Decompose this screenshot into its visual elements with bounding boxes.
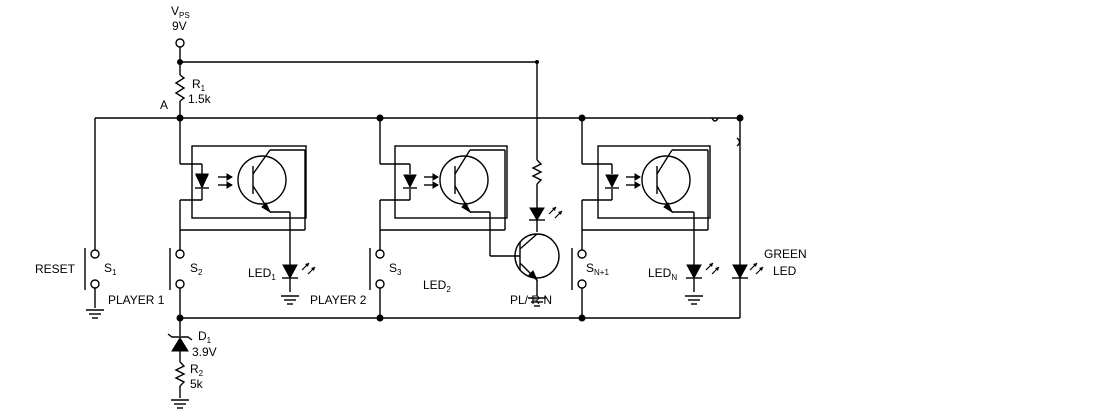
junction-dots bbox=[176, 59, 744, 322]
led-green bbox=[732, 262, 764, 280]
led-playern bbox=[529, 206, 563, 221]
switch-s1 bbox=[84, 248, 100, 290]
playern-label: PL/ R N bbox=[510, 293, 552, 307]
d1-value: 3.9V bbox=[192, 345, 217, 359]
sn-label: SN+1 bbox=[586, 261, 609, 277]
optocoupler-n bbox=[597, 145, 711, 219]
led2-label: LED2 bbox=[423, 278, 451, 294]
r1-value: 1.5k bbox=[188, 92, 212, 106]
switch-s2 bbox=[169, 248, 185, 290]
output-transistor bbox=[514, 233, 560, 282]
green-led-label-line1: GREEN bbox=[764, 247, 807, 261]
green-led-label-line2: LED bbox=[773, 264, 797, 278]
ledn-label: LEDN bbox=[648, 266, 677, 282]
led1-label: LED1 bbox=[248, 266, 276, 282]
r1-label: R1 bbox=[192, 77, 206, 93]
r2-resistor bbox=[174, 361, 186, 387]
ground-symbols bbox=[85, 295, 704, 409]
d1-label: D1 bbox=[198, 329, 212, 345]
led-1 bbox=[282, 262, 316, 280]
s3-label: S3 bbox=[389, 261, 402, 277]
r1-resistor bbox=[174, 74, 186, 102]
optocoupler-1 bbox=[191, 145, 307, 219]
r2-label: R2 bbox=[190, 362, 204, 378]
player1-label: PLAYER 1 bbox=[108, 293, 165, 307]
r2-value: 5k bbox=[190, 377, 204, 391]
s1-label: S1 bbox=[104, 261, 117, 277]
switch-sn bbox=[571, 248, 587, 290]
vps-value: 9V bbox=[172, 19, 187, 33]
player2-label: PLAYER 2 bbox=[310, 293, 367, 307]
wiring bbox=[94, 38, 741, 398]
vps-label: VPS bbox=[171, 4, 190, 20]
switch-s3 bbox=[369, 248, 385, 290]
optocoupler-2 bbox=[394, 145, 508, 219]
reset-label: RESET bbox=[35, 262, 76, 276]
zener-d1 bbox=[167, 333, 193, 352]
s2-label: S2 bbox=[190, 261, 203, 277]
vps-terminal bbox=[175, 38, 185, 48]
playern-led-resistor bbox=[531, 159, 543, 185]
node-a-label: A bbox=[160, 98, 168, 112]
led-n bbox=[686, 262, 720, 280]
